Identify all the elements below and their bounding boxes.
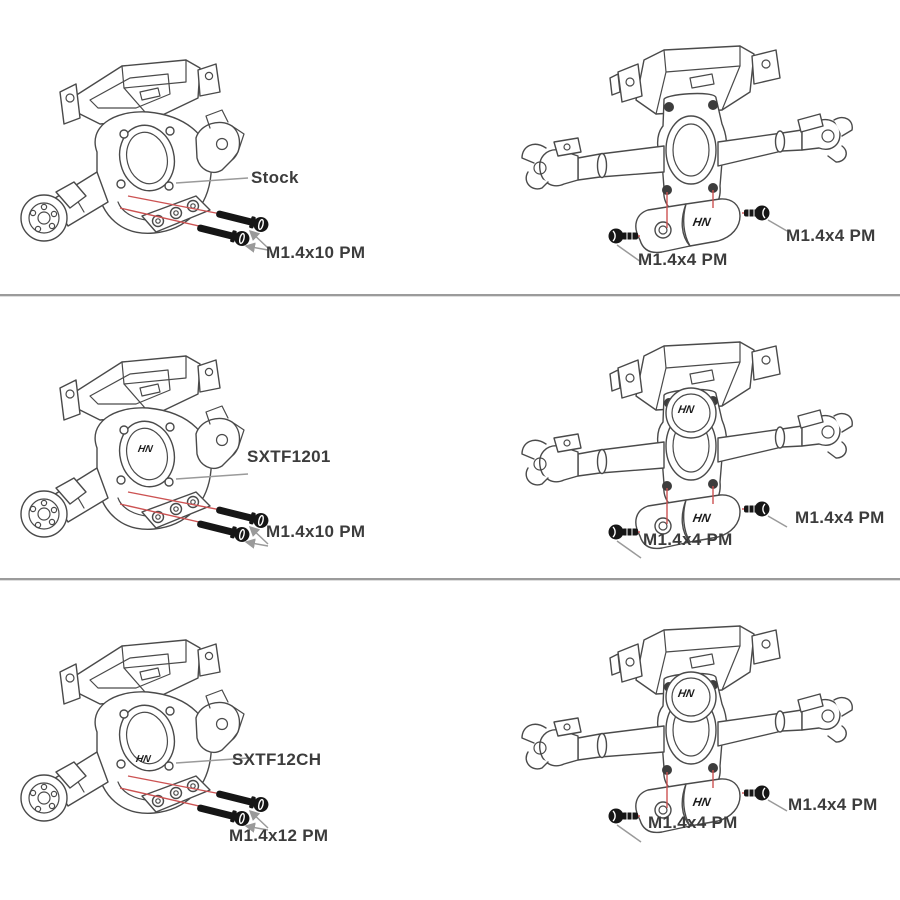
sxtf1201-axle-panel: HN SXTF1201 M1.4x10 PM — [0, 296, 450, 578]
screw-size-label: M1.4x4 PM — [638, 250, 728, 269]
screw-size-label: M1.4x4 PM — [788, 795, 878, 814]
sxtf1201-axle-drawing — [0, 296, 450, 578]
hn-logo: HN — [691, 511, 712, 525]
screw-size-label: M1.4x10 PM — [266, 522, 366, 541]
screw-size-label: M1.4x12 PM — [229, 826, 329, 845]
row-stock: Stock M1.4x10 PM HN M1.4x4 PM M1.4x4 PM — [0, 0, 900, 294]
stock-skid-plate-panel: HN M1.4x4 PM M1.4x4 PM — [450, 0, 900, 294]
sxtf12ch-axle-drawing — [0, 580, 450, 875]
hn-logo: HN — [691, 795, 712, 809]
part-label: Stock — [251, 168, 299, 187]
screw-size-label: M1.4x4 PM — [643, 530, 733, 549]
sxtf1201-skid-plate-panel: HN HN M1.4x4 PM M1.4x4 PM — [450, 296, 900, 578]
screw-size-label: M1.4x10 PM — [266, 243, 366, 262]
hn-logo: HN — [137, 444, 154, 455]
screw-size-label: M1.4x4 PM — [648, 813, 738, 832]
sxtf12ch-axle-panel: HN SXTF12CH M1.4x12 PM — [0, 580, 450, 898]
part-label: SXTF1201 — [247, 447, 331, 466]
hn-logo: HN — [135, 754, 152, 765]
row-sxtf12ch: HN SXTF12CH M1.4x12 PM HN HN M1.4x4 PM M… — [0, 580, 900, 898]
row-sxtf1201: HN SXTF1201 M1.4x10 PM HN HN M1.4x4 PM M… — [0, 296, 900, 578]
screw-size-label: M1.4x4 PM — [786, 226, 876, 245]
stock-axle-panel: Stock M1.4x10 PM — [0, 0, 450, 294]
screw-size-label: M1.4x4 PM — [795, 508, 885, 527]
part-label: SXTF12CH — [232, 750, 322, 769]
sxtf12ch-skid-plate-panel: HN HN M1.4x4 PM M1.4x4 PM — [450, 580, 900, 898]
section-divider — [0, 294, 900, 296]
hn-logo: HN — [691, 215, 712, 229]
section-divider — [0, 578, 900, 580]
hn-logo: HN — [676, 688, 695, 700]
hn-logo: HN — [676, 404, 695, 416]
stock-axle-drawing — [0, 0, 450, 294]
